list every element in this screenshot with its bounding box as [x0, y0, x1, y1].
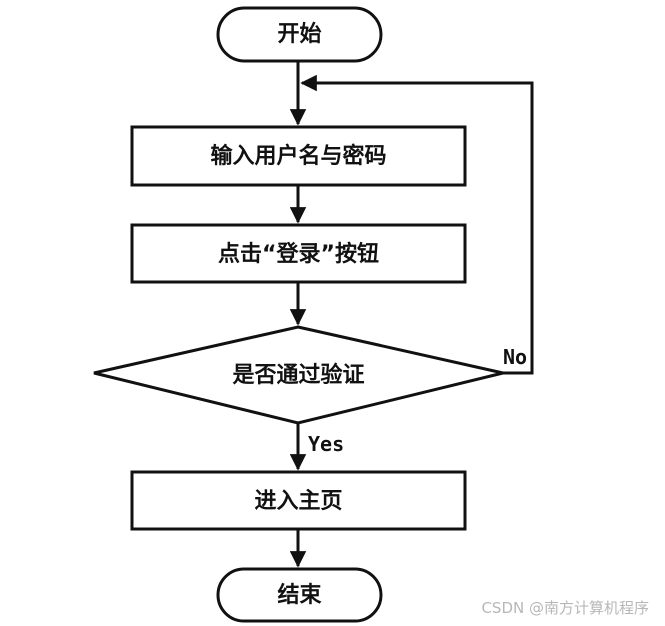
start-label: 开始: [277, 21, 321, 47]
watermark-text: CSDN @南方计算机程序: [481, 599, 649, 617]
click-login-process: [130, 223, 467, 284]
edge-decision-no-loop: [300, 74, 534, 375]
decision-label: 是否通过验证: [232, 362, 364, 388]
yes-branch-label: Yes: [308, 432, 344, 456]
input-credentials-process: [130, 125, 467, 187]
enter-home-process: [130, 470, 467, 531]
verification-decision: [93, 325, 504, 425]
input-credentials-label: 输入用户名与密码: [210, 143, 386, 169]
start-terminal: [216, 6, 383, 63]
click-login-label: 点击“登录”按钮: [218, 241, 379, 267]
no-branch-label: No: [503, 345, 527, 369]
end-label: 结束: [277, 582, 322, 608]
end-terminal: [216, 567, 383, 623]
enter-home-label: 进入主页: [254, 489, 342, 514]
